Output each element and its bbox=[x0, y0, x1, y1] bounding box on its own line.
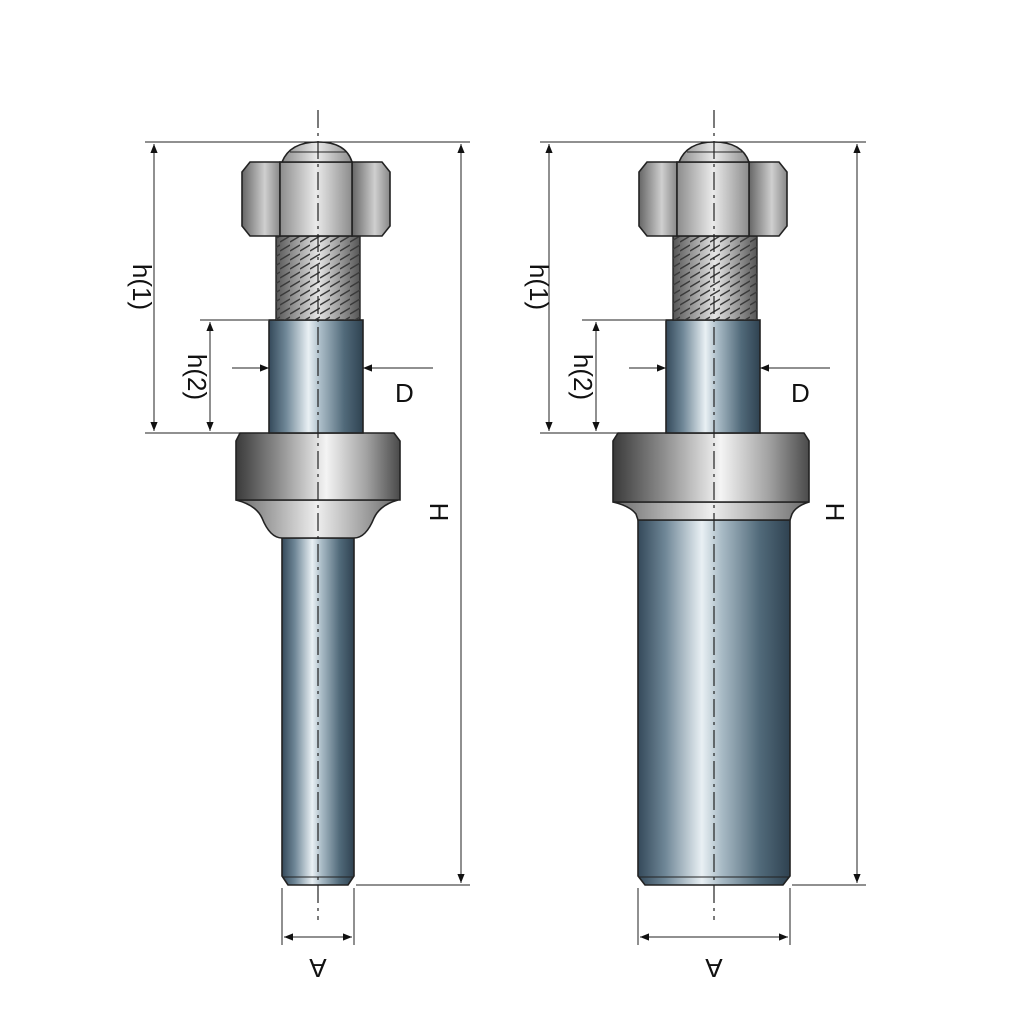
upper-stem bbox=[665, 319, 761, 434]
left-pin-with-nut: h(1) h(2) D H A bbox=[127, 110, 470, 983]
label-d: D bbox=[791, 378, 810, 408]
thread bbox=[672, 235, 758, 321]
label-d: D bbox=[395, 378, 414, 408]
fillet bbox=[612, 501, 810, 521]
label-h2: h(2) bbox=[568, 354, 598, 400]
collar bbox=[612, 432, 810, 503]
right-pin-with-nut: h(1) h(2) D H A bbox=[524, 110, 866, 983]
upper-stem bbox=[268, 319, 364, 434]
label-h: H bbox=[820, 503, 850, 522]
label-a: A bbox=[705, 953, 723, 983]
label-h: H bbox=[424, 503, 454, 522]
label-h2: h(2) bbox=[182, 354, 212, 400]
fillet bbox=[235, 499, 399, 539]
hex-nut bbox=[241, 141, 391, 237]
label-h1: h(1) bbox=[524, 264, 554, 310]
hex-nut bbox=[638, 141, 788, 237]
label-h1: h(1) bbox=[127, 264, 157, 310]
label-a: A bbox=[309, 953, 327, 983]
